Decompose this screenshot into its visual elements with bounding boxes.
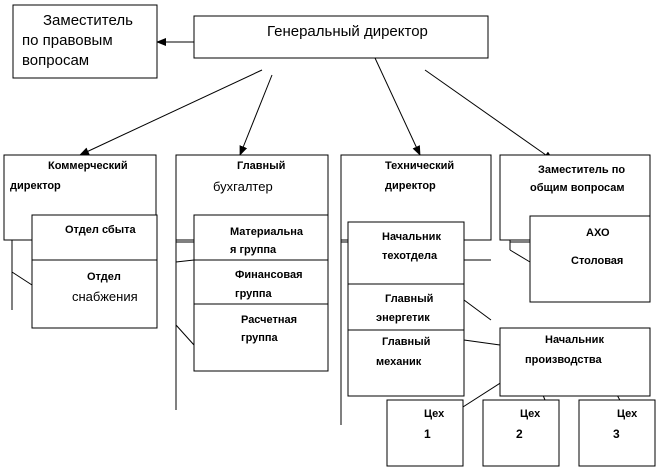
node-production-label: Начальник (545, 334, 604, 346)
node-supply-label: снабжения (72, 289, 138, 304)
node-energy-label: Главный (385, 293, 433, 305)
node-commercial-label: Коммерческий (48, 160, 128, 172)
node-finance-label: группа (235, 288, 273, 300)
node-mechanic-box (347, 329, 465, 397)
node-finance: Финансовая группа (193, 259, 329, 305)
node-tech-head-label: техотдела (382, 250, 438, 262)
node-commercial-label: директор (10, 180, 61, 192)
node-materials-label: Материальна (230, 226, 304, 238)
node-accountant-label: бухгалтер (213, 179, 273, 194)
node-payroll-label: группа (241, 332, 279, 344)
node-canteen: Столовая (571, 255, 623, 267)
node-production-box (499, 327, 651, 397)
node-shop2-label: Цех (520, 408, 541, 420)
node-legal-label: вопросам (22, 52, 89, 69)
node-finance-box (193, 259, 329, 305)
node-tech-head-box (347, 221, 465, 285)
node-payroll-box (193, 303, 329, 372)
node-payroll: Расчетная группа (193, 303, 329, 372)
node-aho-label: АХО (586, 227, 610, 239)
node-finance-label: Финансовая (235, 269, 303, 281)
node-aho: АХО (529, 215, 651, 303)
node-shop3-label: 3 (613, 427, 620, 441)
node-materials-box (193, 214, 329, 261)
node-legal-box (12, 4, 158, 79)
node-legal: Заместитель по правовым вопросам (12, 4, 158, 79)
node-shop3-box (578, 399, 656, 467)
node-shop3: Цех 3 (578, 399, 656, 467)
node-materials: Материальна я группа (193, 214, 329, 261)
node-sales-box (31, 214, 158, 261)
node-production-label: производства (525, 354, 602, 366)
node-materials-label: я группа (230, 244, 277, 256)
node-ceo-box (193, 15, 489, 59)
node-technical-label: директор (385, 180, 436, 192)
node-mechanic: Главный механик (347, 329, 465, 397)
node-tech-head-label: Начальник (382, 231, 441, 243)
node-accountant-label: Главный (237, 160, 285, 172)
node-mechanic-label: механик (376, 356, 422, 368)
edge-ceo-to-accountant (239, 74, 273, 156)
nodes-layer: Генеральный директор Заместитель по правов… (3, 4, 656, 467)
node-tech-head: Начальник техотдела (347, 221, 465, 285)
node-general-dep-label: Заместитель по (538, 164, 625, 176)
node-production: Начальник производства (499, 327, 651, 397)
node-shop1-label: Цех (424, 408, 445, 420)
node-shop2: Цех 2 (482, 399, 560, 467)
node-ceo-label: Генеральный директор (267, 23, 428, 40)
node-shop2-box (482, 399, 560, 467)
node-shop3-label: Цех (617, 408, 638, 420)
node-shop1-box (386, 399, 464, 467)
node-general-dep-label: общим вопросам (530, 182, 625, 194)
node-sales: Отдел сбыта (31, 214, 158, 261)
node-legal-label: по правовым (22, 32, 113, 49)
node-ceo: Генеральный директор (193, 15, 489, 59)
node-supply-label: Отдел (87, 271, 121, 283)
node-energy-box (347, 283, 465, 331)
node-sales-label: Отдел сбыта (65, 224, 136, 236)
node-technical-label: Технический (385, 160, 454, 172)
node-legal-label: Заместитель (43, 12, 133, 29)
node-supply: Отдел снабжения (31, 259, 158, 329)
edge-ceo-to-general-dep (424, 69, 554, 161)
node-shop1: Цех 1 (386, 399, 464, 467)
node-payroll-label: Расчетная (241, 314, 297, 326)
node-shop2-label: 2 (516, 427, 523, 441)
edge-ceo-to-technical (374, 57, 421, 156)
node-supply-box (31, 259, 158, 329)
node-shop1-label: 1 (424, 427, 431, 441)
edge-ceo-to-commercial (79, 69, 263, 156)
node-mechanic-label: Главный (382, 336, 430, 348)
node-energy: Главный энергетик (347, 283, 465, 331)
accountant-spine (175, 205, 195, 410)
node-aho-box (529, 215, 651, 303)
node-canteen-label: Столовая (571, 255, 623, 267)
node-energy-label: энергетик (376, 312, 430, 324)
